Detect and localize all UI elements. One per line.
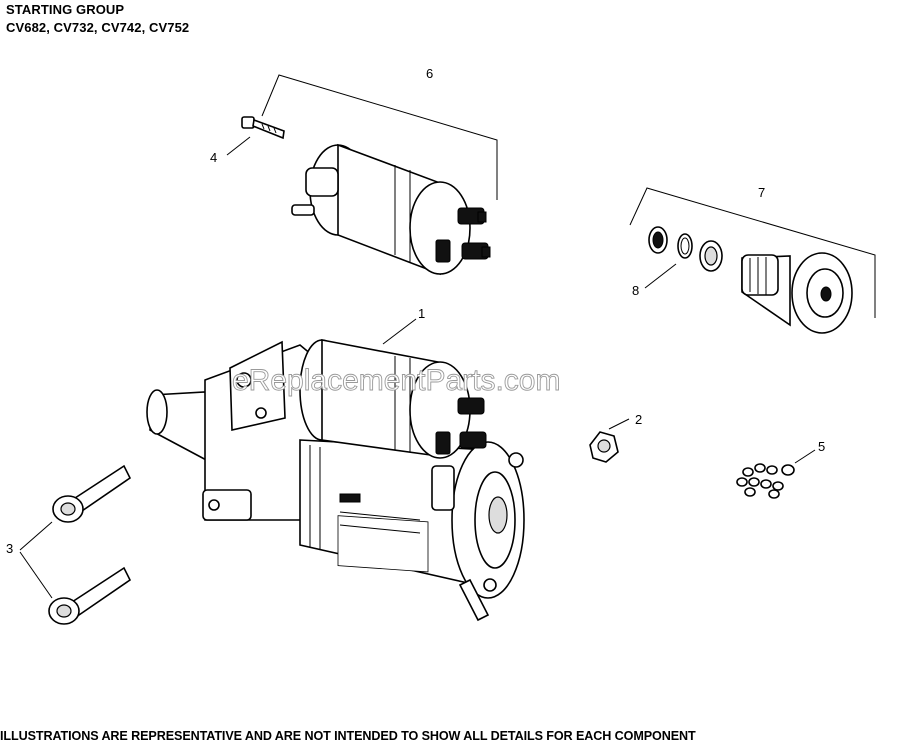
callout-2: 2	[635, 412, 642, 427]
exploded-parts-diagram: eReplacementParts.com 1 2 3 4 5 6 7 8	[6, 66, 876, 625]
solenoid-screw[interactable]	[226, 116, 285, 156]
solenoid-assembly[interactable]	[261, 74, 498, 276]
drive-pinion-kit[interactable]	[629, 187, 876, 334]
callout-3: 3	[6, 541, 13, 556]
callout-7: 7	[758, 185, 765, 200]
callout-1: 1	[418, 306, 425, 321]
callout-8: 8	[632, 283, 639, 298]
model-list: CV682, CV732, CV742, CV752	[6, 20, 190, 35]
starter-motor[interactable]	[146, 318, 525, 622]
diagram-title: STARTING GROUP	[6, 2, 125, 17]
callout-5: 5	[818, 439, 825, 454]
terminal-nut[interactable]	[589, 418, 630, 463]
mounting-bolts[interactable]	[19, 464, 132, 625]
disclaimer-footer: ILLUSTRATIONS ARE REPRESENTATIVE AND ARE…	[0, 729, 696, 743]
callout-4: 4	[210, 150, 217, 165]
hardware-kit[interactable]	[736, 449, 816, 499]
watermark: eReplacementParts.com	[232, 364, 560, 397]
callout-6: 6	[426, 66, 433, 81]
